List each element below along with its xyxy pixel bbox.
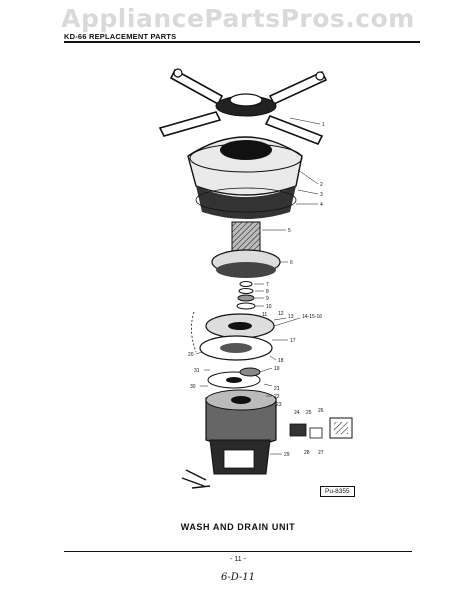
callout-12: 12	[278, 311, 284, 317]
handwritten-note: 6-D-11	[220, 572, 256, 583]
pump-housing-dome	[187, 136, 303, 219]
callout-30: 30	[190, 384, 196, 390]
motor-adapter	[211, 221, 281, 278]
callout-6: 6	[290, 260, 293, 266]
footer-rule	[64, 551, 412, 552]
washer-stack	[236, 281, 256, 310]
impeller-plate	[191, 311, 275, 361]
motor-body	[181, 389, 277, 489]
callout-29: 29	[284, 452, 290, 458]
callout-27: 27	[318, 450, 324, 456]
drain-solenoid	[289, 417, 353, 439]
callout-23: 23	[276, 402, 282, 408]
callout-2: 2	[320, 182, 323, 188]
callout-18: 18	[278, 358, 284, 364]
callout-28: 28	[304, 450, 310, 456]
callout-8: 8	[266, 289, 269, 295]
callout-24: 24	[294, 410, 300, 416]
callout-25: 25	[306, 410, 312, 416]
callout-3: 3	[320, 192, 323, 198]
callout-5: 5	[288, 228, 291, 234]
watermark: AppliancePartsPros.com	[61, 4, 415, 33]
callout-9: 9	[266, 296, 269, 302]
spray-arm	[158, 68, 328, 146]
seal-assembly	[207, 367, 261, 389]
callout-4: 4	[320, 202, 323, 208]
callout-13: 13	[288, 314, 294, 320]
callout-10: 10	[266, 304, 272, 310]
header-rule	[64, 41, 420, 43]
page-header: KD-66 REPLACEMENT PARTS	[64, 32, 177, 41]
callout-22: 22	[274, 394, 280, 400]
diagram-caption: WASH AND DRAIN UNIT	[180, 522, 296, 532]
callout-19: 19	[274, 366, 280, 372]
callout-1: 1	[322, 122, 325, 128]
callout-31: 31	[194, 368, 200, 374]
callout-7: 7	[266, 282, 269, 288]
leader-lines	[195, 117, 321, 455]
page-number: - 11 -	[230, 556, 246, 563]
callout-21: 21	[274, 386, 280, 392]
callout-14-15-16: 14-15-16	[302, 314, 322, 320]
callout-26: 26	[318, 408, 324, 414]
figure-id: Pu-8355	[320, 486, 355, 497]
callout-20: 20	[188, 352, 194, 358]
callout-labels: 1 2 3 4 5 6 7 8 9 10 11 12 13 14-15-16 1…	[188, 122, 325, 458]
callout-17: 17	[290, 338, 296, 344]
callout-11: 11	[262, 312, 267, 318]
